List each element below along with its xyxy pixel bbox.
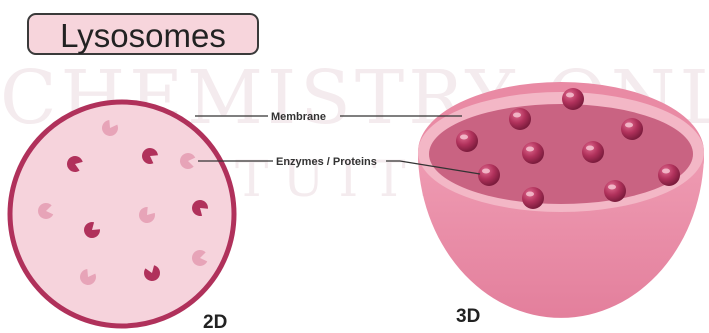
page-title: Lysosomes <box>29 17 257 55</box>
enzyme-3d-highlight <box>513 113 521 118</box>
enzyme-3d-highlight <box>625 123 633 128</box>
enzyme-3d <box>658 164 680 186</box>
membrane-label: Membrane <box>271 111 326 123</box>
enzyme-3d-highlight <box>662 169 670 174</box>
enzymes-label: Enzymes / Proteins <box>276 156 377 168</box>
label-2d: 2D <box>203 312 227 333</box>
enzyme-3d <box>456 130 478 152</box>
enzyme-3d <box>562 88 584 110</box>
enzyme-3d <box>522 187 544 209</box>
enzyme-3d <box>478 164 500 186</box>
title-box: Lysosomes <box>27 13 259 55</box>
enzyme-3d-highlight <box>586 146 594 151</box>
enzyme-3d-highlight <box>460 135 468 140</box>
enzyme-3d-highlight <box>526 147 534 152</box>
enzyme-3d <box>522 142 544 164</box>
enzyme-3d-highlight <box>526 192 534 197</box>
enzyme-3d <box>509 108 531 130</box>
lysosome-3d <box>418 82 704 318</box>
lysosome-2d <box>10 102 234 326</box>
enzyme-3d-highlight <box>482 169 490 174</box>
enzyme-3d <box>604 180 626 202</box>
enzyme-3d <box>582 141 604 163</box>
label-3d: 3D <box>456 306 480 327</box>
enzyme-3d-highlight <box>608 185 616 190</box>
enzyme-3d <box>621 118 643 140</box>
enzyme-3d-highlight <box>566 93 574 98</box>
lysosome-3d-lumen <box>429 104 693 204</box>
